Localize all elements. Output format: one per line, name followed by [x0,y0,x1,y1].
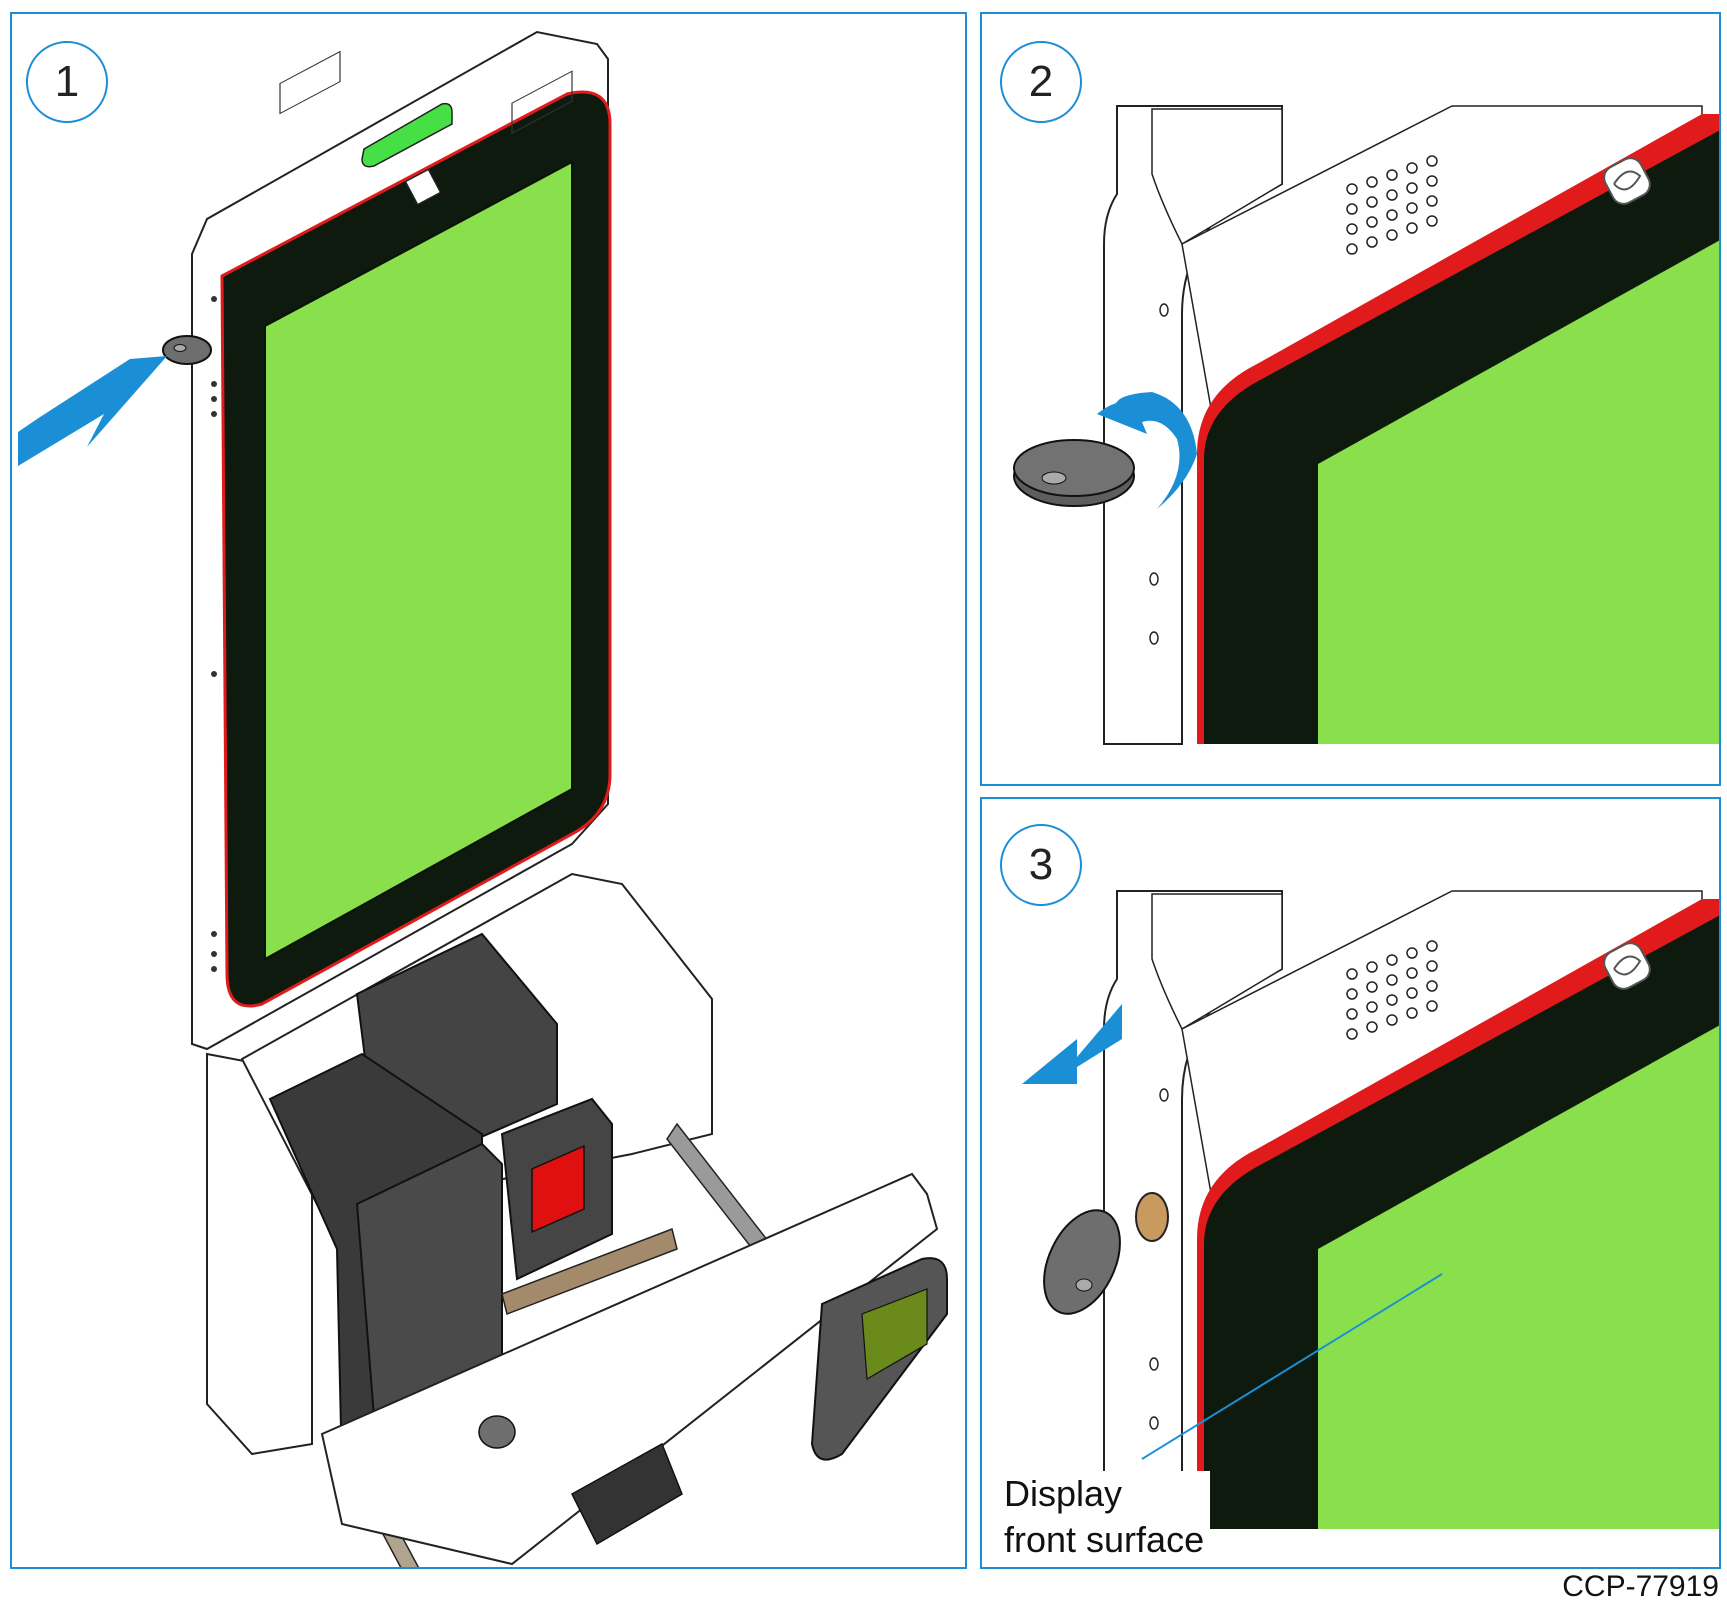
green-indicator [361,102,453,168]
display-screen [264,160,573,961]
speaker-grille-left [279,50,341,115]
figure-id: CCP-77919 [1562,1570,1719,1603]
key-icon [162,335,212,365]
kiosk-overview-illustration [18,30,948,1567]
display-screen [1318,1025,1719,1529]
camera [404,168,442,206]
pull-arrow-icon [1022,1004,1122,1084]
speaker-grille-right [511,70,573,135]
speaker-grille [1346,940,1438,1040]
step-number-2: 2 [1000,41,1082,123]
key-icon [478,1415,516,1449]
step-1-panel: 1 [10,12,967,1569]
step-3-panel: 3 Display front surface [980,797,1721,1569]
push-arrow-icon [18,356,167,466]
key-turn-illustration [1013,105,1719,745]
callout-leader [1141,1273,1443,1460]
key-removal-illustration [1022,890,1719,1530]
speaker-grille [1346,155,1438,255]
step-2-panel: 2 [980,12,1721,786]
mounting-bracket [501,1227,678,1316]
card-reader-slot [571,1442,683,1546]
rotate-arrow-icon [1097,392,1197,509]
step-number-3: 3 [1000,824,1082,906]
display-front-surface-callout: Display front surface [1004,1471,1211,1563]
callout-line-2: front surface [1004,1519,1205,1560]
callout-line-1: Display [1004,1473,1123,1514]
scanner-window [531,1144,585,1234]
front-door [320,1172,939,1566]
display-screen [1318,240,1719,744]
logo-icon [1603,942,1651,990]
logo-icon [1603,157,1651,205]
key-icon [1043,1209,1121,1315]
step-number-1: 1 [26,41,108,123]
